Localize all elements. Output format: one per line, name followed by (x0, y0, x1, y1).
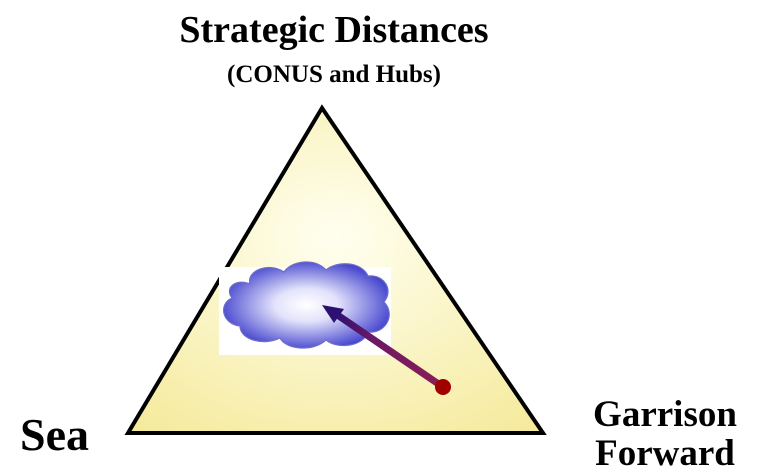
arrow-head (322, 305, 344, 323)
arrow-shaft (332, 310, 444, 389)
diagram-title: Strategic Distances (179, 9, 489, 51)
arrow-origin-dot (435, 379, 451, 395)
vertex-label-garrison: Garrison (593, 394, 737, 435)
diagram-subtitle: (CONUS and Hubs) (227, 61, 441, 88)
vertex-label-forward: Forward (595, 433, 735, 474)
vertex-label-garrison-forward: Garrison Forward (570, 395, 760, 473)
vertex-label-sea: Sea (20, 409, 89, 460)
